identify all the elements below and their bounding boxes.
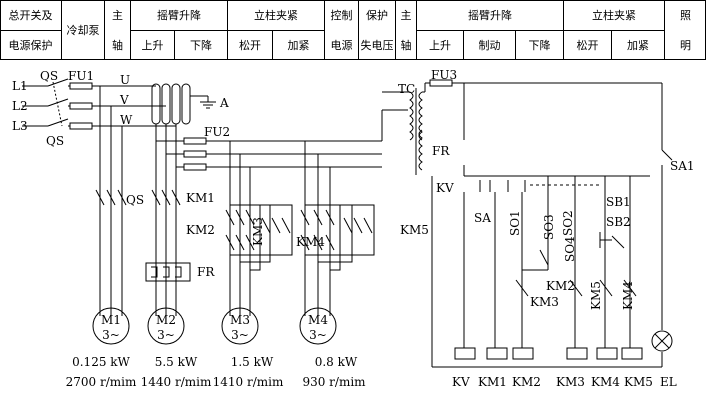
label-km5-main: KM5 [400, 223, 429, 237]
label-fr-control: FR [432, 144, 450, 158]
label-sq4: SO4 [563, 236, 577, 262]
header-arm-brake: 制动 [464, 30, 516, 60]
label-km5-control: KM5 [589, 281, 603, 310]
header-column-tighten: 加紧 [273, 30, 325, 60]
label-qs-bottom: QS [46, 134, 64, 148]
header-arm-lift: 摇臂升降 [131, 0, 228, 30]
header-spindle2-bottom: 轴 [396, 30, 417, 60]
label-km1-main: KM1 [186, 191, 215, 205]
label-v: V [119, 93, 129, 107]
header-column-release-2: 松开 [564, 30, 612, 60]
label-sq1: SO1 [508, 210, 522, 236]
header-column-clamp: 立柱夹紧 [228, 0, 325, 30]
motor-m2-power: 5.5 kW [155, 355, 198, 369]
header-control-top: 控制 [325, 0, 359, 30]
label-qs-top: QS [40, 69, 58, 83]
coil-label-km1: KM1 [478, 375, 507, 389]
header-arm-down: 下降 [175, 30, 228, 60]
label-km3-control: KM3 [530, 295, 559, 309]
label-l3: L3 [12, 119, 28, 133]
motor-m4-power: 0.8 kW [315, 355, 358, 369]
label-l1: L1 [12, 79, 28, 93]
label-fu3: FU3 [431, 68, 457, 82]
motor-m4-phase: 3~ [309, 328, 327, 342]
motor-m1-name: M1 [101, 313, 121, 327]
header-light-bottom: 明 [680, 39, 691, 52]
label-km4-control: KM4 [621, 281, 635, 310]
motor-m1-power: 0.125 kW [72, 355, 130, 369]
coil-label-km3: KM3 [556, 375, 585, 389]
label-sa1: SA1 [670, 159, 695, 173]
motor-m2-speed: 1440 r/mim [141, 375, 212, 389]
header-spindle-bottom: 轴 [105, 30, 131, 60]
motor-m3-name: M3 [230, 313, 250, 327]
header-protect-bottom: 失电压 [359, 30, 396, 60]
label-fr-main: FR [197, 265, 215, 279]
label-fu1: FU1 [68, 69, 94, 83]
header-arm-lift-2: 摇臂升降 [417, 0, 564, 30]
motor-m4-name: M4 [308, 313, 328, 327]
header-column-release: 松开 [228, 30, 273, 60]
label-l2: L2 [12, 99, 28, 113]
header-arm-up-2: 上升 [417, 30, 464, 60]
motor-m2-name: M2 [156, 313, 176, 327]
label-sb2: SB2 [606, 215, 631, 229]
coil-label-el: EL [660, 375, 677, 389]
label-km2-control: KM2 [546, 279, 575, 293]
label-tc: TC [398, 82, 415, 96]
label-kv-contact: KV [436, 181, 454, 195]
motor-m3-power: 1.5 kW [231, 355, 274, 369]
motor-m2-phase: 3~ [157, 328, 175, 342]
function-header-table: 总开关及 电源保护 冷却泵 主 轴 摇臂升降 上升 下降 立柱夹紧 松开 加紧 … [0, 0, 706, 60]
header-column-clamp-2: 立柱夹紧 [564, 0, 665, 30]
coil-label-km2: KM2 [512, 375, 541, 389]
header-coolant-pump: 冷却泵 [62, 0, 105, 60]
motor-m1-phase: 3~ [102, 328, 120, 342]
header-spindle2-top: 主 [396, 0, 417, 30]
motor-m4-speed: 930 r/mim [302, 375, 366, 389]
header-main-switch-bottom: 电源保护 [0, 30, 62, 60]
label-qs-mid: QS [126, 193, 144, 207]
coil-label-kv: KV [452, 375, 470, 389]
motor-m3-speed: 1410 r/mim [213, 375, 284, 389]
label-u: U [120, 73, 130, 87]
motor-m1-speed: 2700 r/mim [66, 375, 137, 389]
label-sq3: SO3 [542, 214, 556, 240]
label-sa: SA [474, 211, 491, 225]
header-main-switch-top: 总开关及 [0, 0, 62, 30]
header-column-tighten-2: 加紧 [612, 30, 665, 60]
coil-label-km5: KM5 [624, 375, 653, 389]
label-sb1: SB1 [606, 195, 631, 209]
label-sq2: SO2 [561, 210, 575, 236]
header-spindle-top: 主 [105, 0, 131, 30]
coil-label-km4: KM4 [591, 375, 620, 389]
header-arm-up: 上升 [131, 30, 175, 60]
header-protect-top: 保护 [359, 0, 396, 30]
header-control-bottom: 电源 [325, 30, 359, 60]
label-km2-main: KM2 [186, 223, 215, 237]
label-km3-main: KM3 [251, 217, 265, 246]
label-fu2: FU2 [204, 125, 230, 139]
header-arm-down-2: 下降 [516, 30, 564, 60]
motor-m3-phase: 3~ [231, 328, 249, 342]
label-ground-a: A [219, 96, 229, 110]
label-km4-main: KM4 [296, 235, 325, 249]
header-light-top: 照 [680, 9, 691, 22]
label-w: W [120, 113, 133, 127]
